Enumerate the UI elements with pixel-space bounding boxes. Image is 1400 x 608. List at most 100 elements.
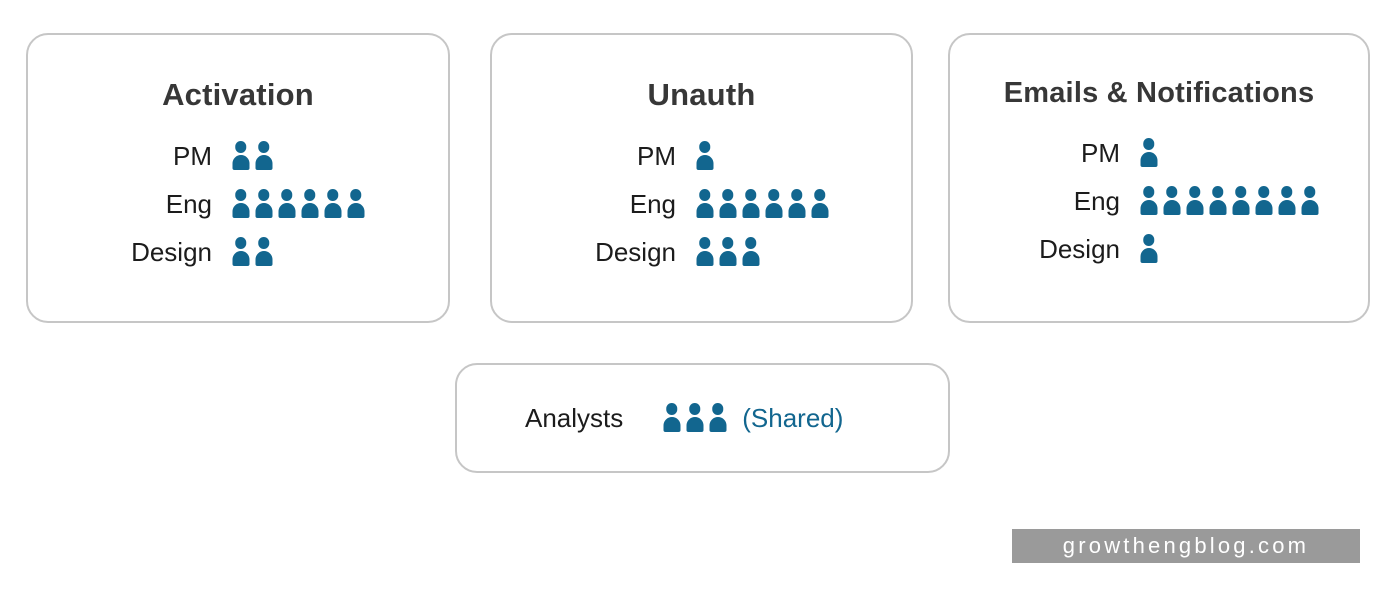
person-icon — [253, 141, 274, 171]
person-icon-body — [1163, 200, 1180, 215]
person-icon-body — [663, 417, 681, 432]
person-icon-body — [696, 251, 713, 266]
person-icon — [230, 189, 251, 219]
person-icon-head — [257, 189, 270, 201]
person-icon-head — [1142, 138, 1155, 150]
person-icon — [345, 189, 366, 219]
person-icon — [1207, 186, 1228, 216]
person-icon-body — [301, 203, 318, 218]
team-card-unauth: Unauth PM Eng Design — [490, 33, 913, 323]
person-icon — [253, 189, 274, 219]
person-icon — [299, 189, 320, 219]
person-icon — [1230, 186, 1251, 216]
person-icon — [1253, 186, 1274, 216]
card-rows: PM Eng Design — [492, 132, 911, 276]
person-icon-body — [696, 203, 713, 218]
card-title: Unauth — [647, 77, 756, 112]
person-icon-head — [698, 189, 711, 201]
person-icon-group — [694, 189, 830, 219]
person-icon — [786, 189, 807, 219]
card-rows: PM Eng Design — [950, 129, 1368, 273]
person-icon — [1138, 186, 1159, 216]
person-icon — [707, 403, 728, 433]
person-icon-head — [1234, 186, 1247, 198]
person-icon-head — [280, 189, 293, 201]
role-row-design: Design — [28, 228, 448, 276]
person-icon-body — [742, 251, 759, 266]
analysts-label: Analysts — [525, 402, 624, 433]
person-icon — [1299, 186, 1320, 216]
person-icon-head — [698, 237, 711, 249]
person-icon — [694, 189, 715, 219]
person-icon-body — [1278, 200, 1295, 215]
card-rows: PM Eng Design — [28, 132, 448, 276]
person-icon-group — [230, 237, 274, 267]
person-icon-body — [324, 203, 341, 218]
person-icon-body — [255, 155, 272, 170]
role-label: PM — [173, 140, 212, 171]
role-row-eng: Eng — [492, 180, 911, 228]
person-icon-body — [696, 155, 713, 170]
watermark: growthengblog.com — [1012, 529, 1360, 563]
person-icon — [322, 189, 343, 219]
person-icon — [684, 403, 705, 433]
person-icon-group — [1138, 186, 1320, 216]
person-icon-head — [1188, 186, 1201, 198]
person-icon — [763, 189, 784, 219]
person-icon — [694, 237, 715, 267]
person-icon — [1276, 186, 1297, 216]
person-icon-head — [813, 189, 826, 201]
person-icon — [740, 237, 761, 267]
person-icon-head — [303, 189, 316, 201]
person-icon-body — [232, 251, 249, 266]
shared-note: (Shared) — [742, 402, 844, 433]
person-icon-head — [666, 403, 678, 415]
person-icon-body — [1140, 152, 1157, 167]
person-icon-body — [1209, 200, 1226, 215]
person-icon-group — [694, 141, 715, 171]
role-row-pm: PM — [28, 132, 448, 180]
person-icon-body — [686, 417, 704, 432]
person-icon — [809, 189, 830, 219]
person-icon-group — [694, 237, 761, 267]
role-label: Design — [131, 236, 212, 267]
card-title: Emails & Notifications — [1003, 77, 1315, 109]
person-icon-head — [257, 237, 270, 249]
person-icon-head — [1142, 234, 1155, 246]
role-label: PM — [1081, 137, 1120, 168]
person-icon-body — [1301, 200, 1318, 215]
person-icon-head — [349, 189, 362, 201]
team-card-emails-notifications: Emails & Notifications PM Eng Design — [948, 33, 1370, 323]
role-label: Design — [1039, 233, 1120, 264]
role-row-eng: Eng — [950, 177, 1368, 225]
person-icon-body — [788, 203, 805, 218]
person-icon-head — [234, 237, 247, 249]
person-icon-body — [1232, 200, 1249, 215]
person-icon — [1161, 186, 1182, 216]
person-icon — [661, 403, 682, 433]
person-icon-body — [709, 417, 727, 432]
person-icon-head — [1303, 186, 1316, 198]
person-icon-body — [1186, 200, 1203, 215]
person-icon-head — [721, 189, 734, 201]
person-icon — [740, 189, 761, 219]
person-icon-body — [1140, 248, 1157, 263]
shared-card-analysts: Analysts (Shared) — [455, 363, 950, 473]
person-icon-body — [278, 203, 295, 218]
person-icon — [717, 237, 738, 267]
role-label: Eng — [1073, 185, 1120, 216]
person-icon-head — [744, 237, 757, 249]
role-label: Design — [595, 236, 676, 267]
person-icon-head — [1211, 186, 1224, 198]
person-icon-head — [767, 189, 780, 201]
role-row-design: Design — [492, 228, 911, 276]
person-icon — [1138, 234, 1159, 264]
role-row-eng: Eng — [28, 180, 448, 228]
person-icon — [230, 237, 251, 267]
person-icon-head — [712, 403, 724, 415]
role-label: PM — [637, 140, 676, 171]
person-icon-body — [811, 203, 828, 218]
person-icon — [253, 237, 274, 267]
person-icon-body — [255, 251, 272, 266]
